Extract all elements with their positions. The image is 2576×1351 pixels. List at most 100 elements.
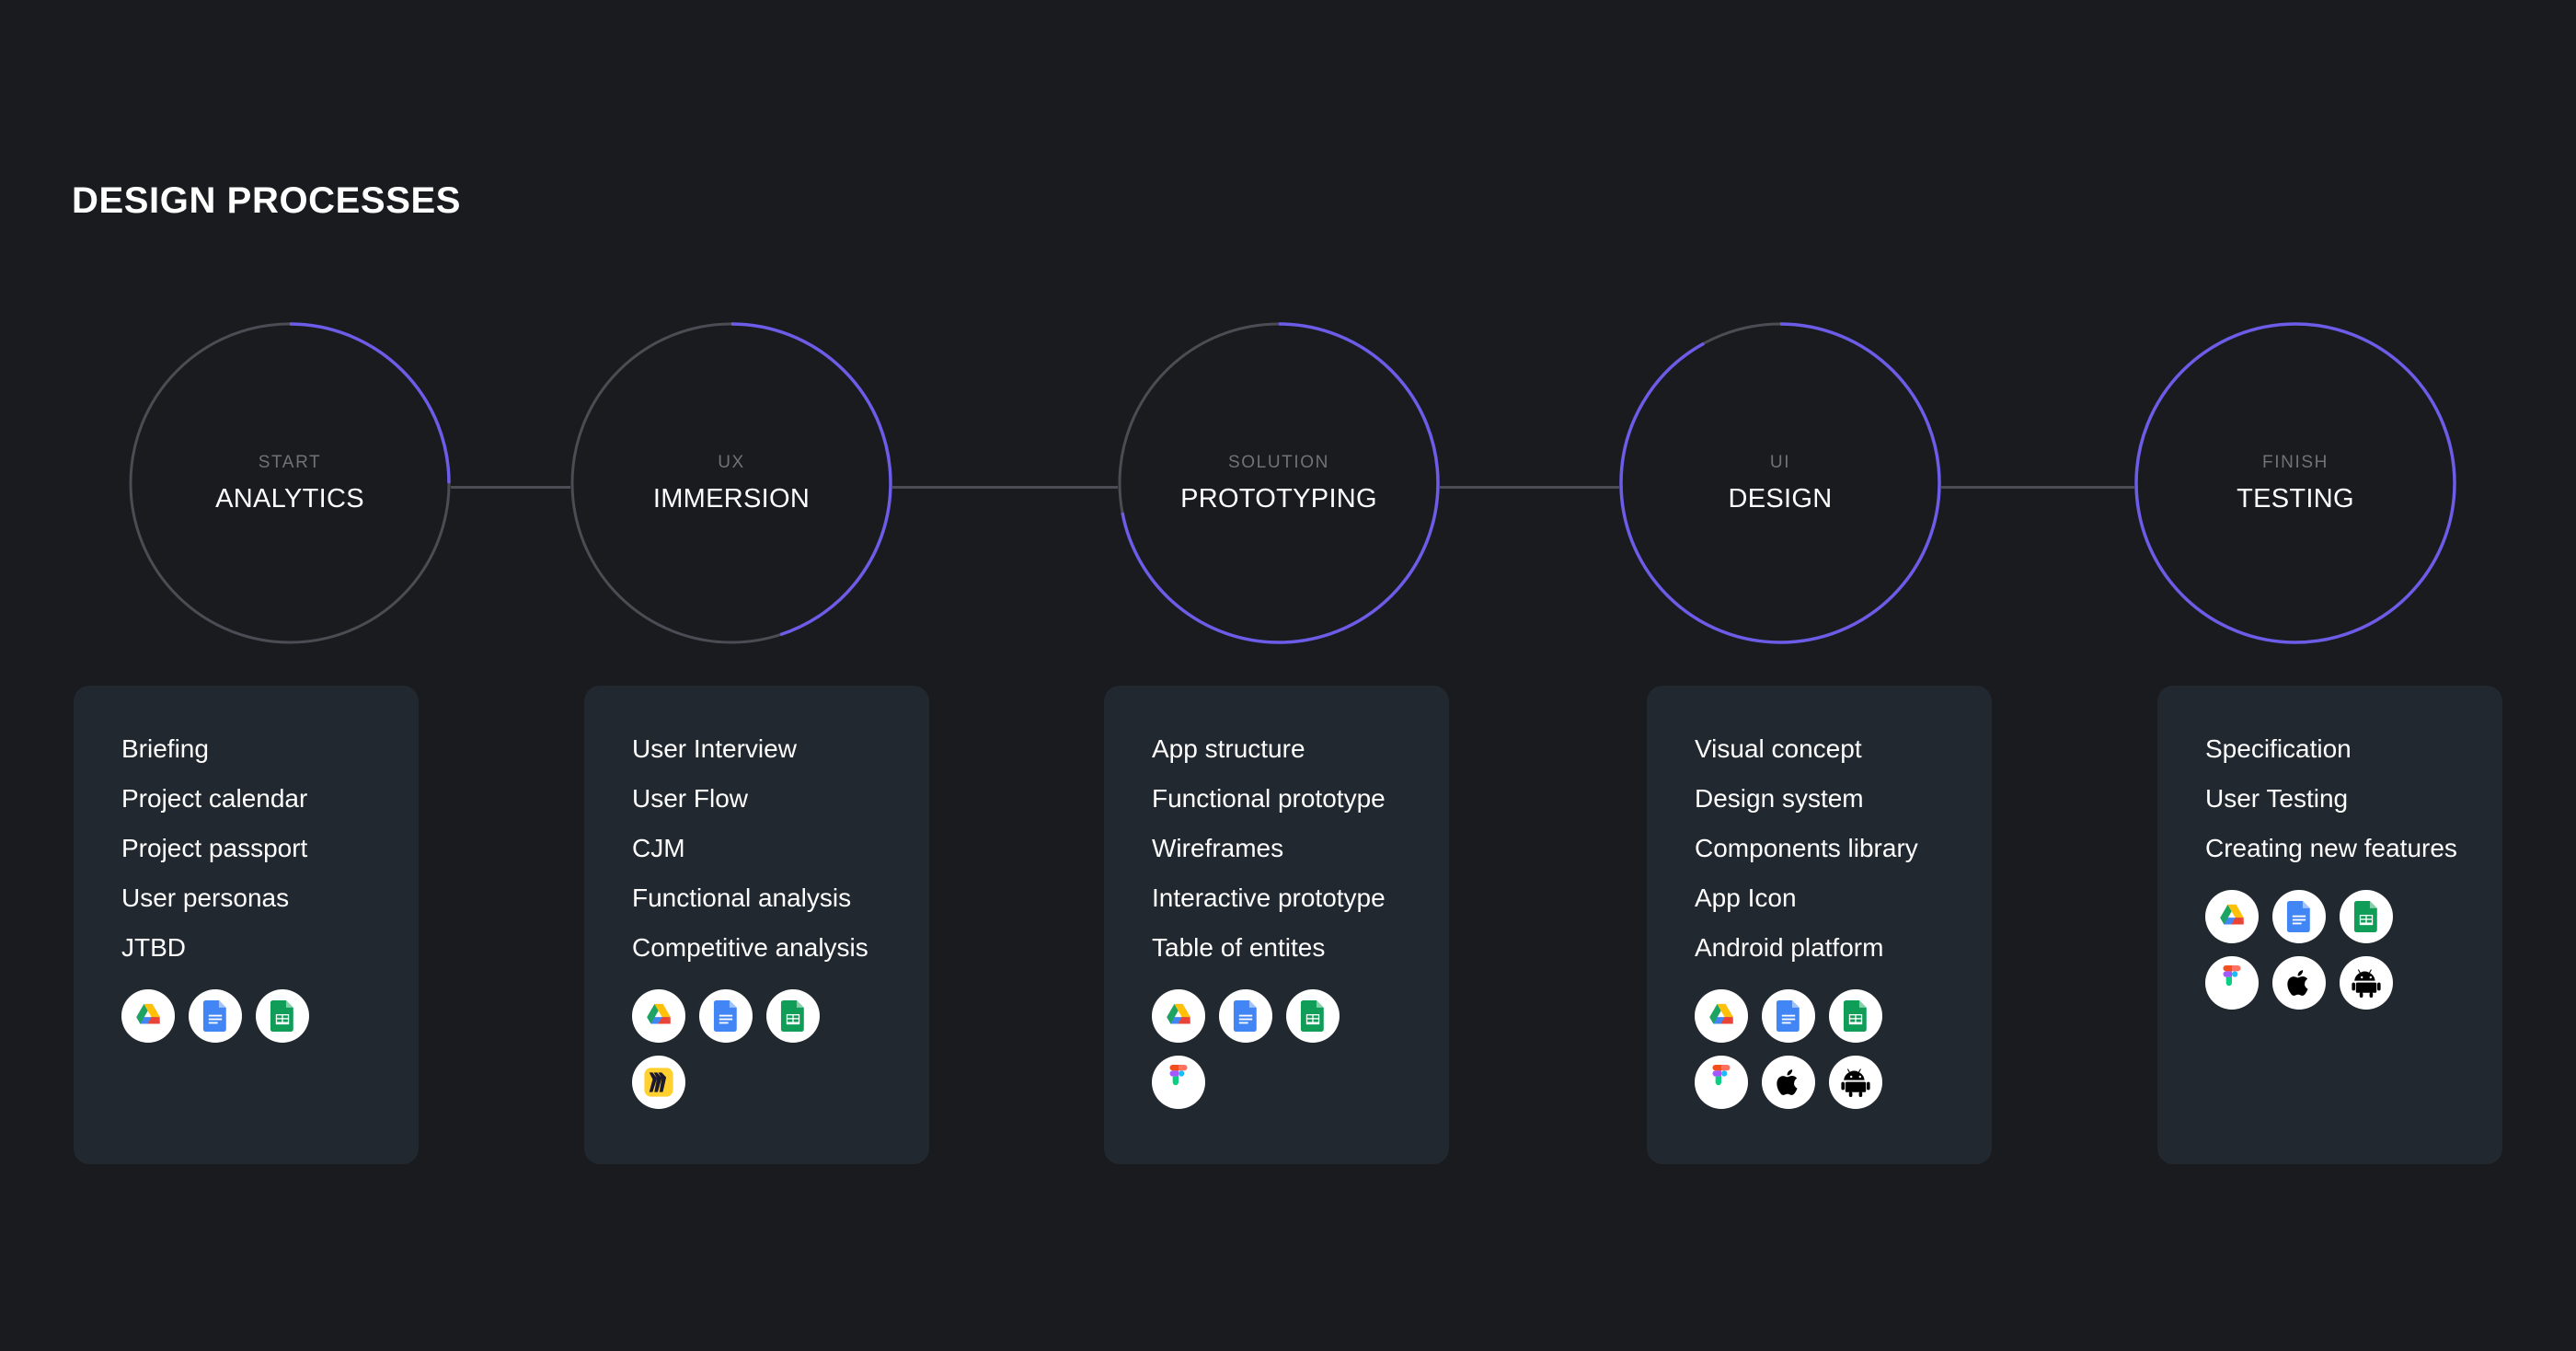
tool-icon-row <box>1152 1056 1449 1109</box>
stage-connector <box>1440 486 1619 489</box>
list-item: User Flow <box>632 784 749 813</box>
list-item: Project calendar <box>121 784 308 813</box>
google-docs-icon[interactable] <box>1762 989 1815 1043</box>
list-item: CJM <box>632 834 685 862</box>
stage-node-labels: START ANALYTICS <box>129 322 451 644</box>
list-item: Functional analysis <box>632 883 852 912</box>
google-sheets-icon[interactable] <box>1286 989 1340 1043</box>
stage-node-prototyping[interactable]: SOLUTION PROTOTYPING <box>1118 322 1440 644</box>
list-item: JTBD <box>121 933 186 962</box>
stage-kicker: UI <box>1769 452 1791 472</box>
figma-icon[interactable] <box>2205 956 2259 1010</box>
stage-progress-ring <box>570 322 892 644</box>
tool-icon-row <box>121 989 419 1043</box>
stage-title: DESIGN <box>1728 483 1833 514</box>
stage-title: IMMERSION <box>652 483 811 514</box>
android-icon[interactable] <box>2340 956 2393 1010</box>
list-item: App Icon <box>1695 883 1797 912</box>
list-item: User personas <box>121 883 290 912</box>
tool-icon-row <box>2205 890 2502 943</box>
stage-progress-ring <box>129 322 451 644</box>
tool-icons <box>74 973 419 1043</box>
tool-icons <box>584 973 929 1109</box>
google-drive-icon[interactable] <box>121 989 175 1043</box>
stage-node-analytics[interactable]: START ANALYTICS <box>129 322 451 644</box>
google-sheets-icon[interactable] <box>256 989 309 1043</box>
stage-node-testing[interactable]: FINISH TESTING <box>2134 322 2456 644</box>
stage-progress-ring <box>1118 322 1440 644</box>
list-item: Design system <box>1695 784 1864 813</box>
stage-kicker: START <box>258 452 322 472</box>
list-item: Briefing <box>121 734 209 763</box>
list-item: Components library <box>1695 834 1918 862</box>
tool-icon-row <box>1152 989 1449 1043</box>
stage-progress-ring <box>1619 322 1941 644</box>
tool-icons <box>1647 973 1992 1109</box>
list-item: User Testing <box>2205 784 2349 813</box>
list-item: Wireframes <box>1152 834 1284 862</box>
list-item: Project passport <box>121 834 308 862</box>
list-item: App structure <box>1152 734 1305 763</box>
google-drive-icon[interactable] <box>1152 989 1205 1043</box>
figma-icon[interactable] <box>1152 1056 1205 1109</box>
list-item: Android platform <box>1695 933 1884 962</box>
page-title: DESIGN PROCESSES <box>72 180 462 221</box>
stage-title: PROTOTYPING <box>1180 483 1377 514</box>
list-item: Table of entites <box>1152 933 1326 962</box>
tool-icon-row <box>1695 1056 1992 1109</box>
stage-kicker: FINISH <box>2262 452 2329 472</box>
list-item: Competitive analysis <box>632 933 868 962</box>
tool-icon-row <box>2205 956 2502 1010</box>
stage-connector <box>892 486 1118 489</box>
tool-icon-row <box>632 1056 929 1109</box>
stage-node-labels: FINISH TESTING <box>2134 322 2456 644</box>
stage-node-labels: UX IMMERSION <box>570 322 892 644</box>
tool-icons <box>1104 973 1449 1109</box>
stage-node-immersion[interactable]: UX IMMERSION <box>570 322 892 644</box>
tool-icon-row <box>1695 989 1992 1043</box>
stage-connector <box>451 486 570 489</box>
google-docs-icon[interactable] <box>1219 989 1272 1043</box>
google-sheets-icon[interactable] <box>766 989 820 1043</box>
stage-node-labels: UI DESIGN <box>1619 322 1941 644</box>
google-sheets-icon[interactable] <box>1829 989 1882 1043</box>
list-item: Visual concept <box>1695 734 1862 763</box>
list-item: User Interview <box>632 734 797 763</box>
google-drive-icon[interactable] <box>632 989 685 1043</box>
miro-icon[interactable] <box>632 1056 685 1109</box>
google-drive-icon[interactable] <box>2205 890 2259 943</box>
list-item: Creating new features <box>2205 834 2457 862</box>
stage-kicker: SOLUTION <box>1228 452 1329 472</box>
tool-icon-row <box>632 989 929 1043</box>
stage-connector <box>1941 486 2134 489</box>
stage-title: ANALYTICS <box>215 483 364 514</box>
stage-kicker: UX <box>718 452 745 472</box>
figma-icon[interactable] <box>1695 1056 1748 1109</box>
stage-node-labels: SOLUTION PROTOTYPING <box>1118 322 1440 644</box>
list-item: Functional prototype <box>1152 784 1386 813</box>
android-icon[interactable] <box>1829 1056 1882 1109</box>
tool-icons <box>2157 873 2502 1010</box>
google-docs-icon[interactable] <box>189 989 242 1043</box>
google-sheets-icon[interactable] <box>2340 890 2393 943</box>
stage-progress-ring <box>2134 322 2456 644</box>
stage-title: TESTING <box>2237 483 2354 514</box>
google-docs-icon[interactable] <box>2272 890 2326 943</box>
stage-node-design[interactable]: UI DESIGN <box>1619 322 1941 644</box>
list-item: Specification <box>2205 734 2352 763</box>
google-docs-icon[interactable] <box>699 989 753 1043</box>
google-drive-icon[interactable] <box>1695 989 1748 1043</box>
process-timeline: START ANALYTICS UX IMMERSION SOLUTION PROTOTY… <box>0 322 2576 653</box>
apple-icon[interactable] <box>1762 1056 1815 1109</box>
apple-icon[interactable] <box>2272 956 2326 1010</box>
